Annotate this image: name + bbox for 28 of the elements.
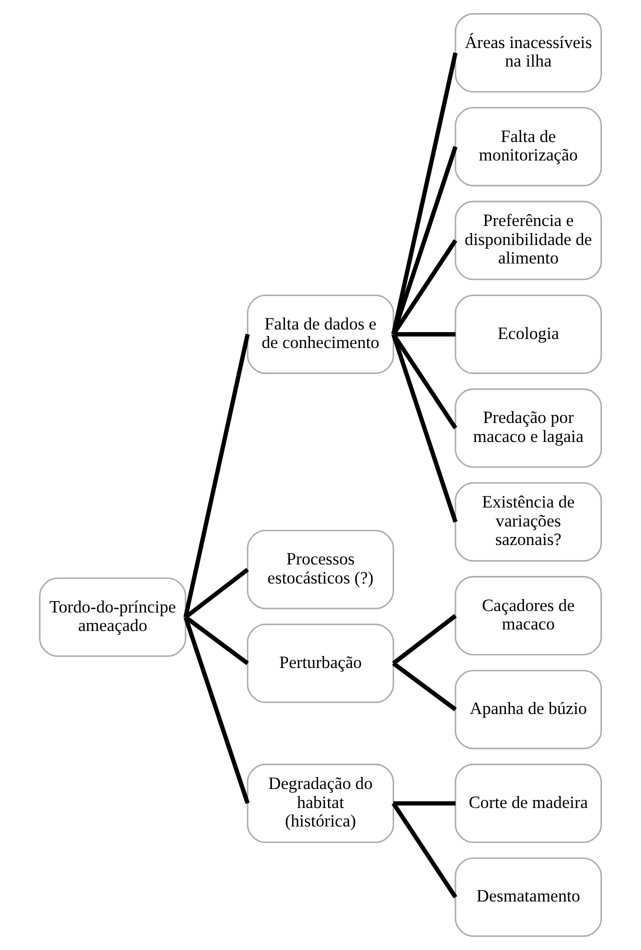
- node-box: Degradação do habitat (histórica): [246, 764, 394, 844]
- connector: [393, 801, 456, 806]
- connector: [392, 802, 458, 898]
- node-box: Existência de variações sazonais?: [454, 482, 602, 562]
- node-box: Falta de monitorização: [454, 106, 602, 186]
- connector: [393, 332, 456, 336]
- connector: [392, 662, 457, 712]
- connector: [391, 52, 458, 335]
- connector: [392, 614, 457, 666]
- node-box: Caçadores de macaco: [454, 576, 602, 656]
- node-box: Áreas inacessíveis na ilha: [454, 13, 602, 93]
- node-box: Processos estocásticos (?): [246, 530, 394, 610]
- node-box: Tordo-do-príncipe ameaçado: [39, 577, 186, 657]
- node-box: Falta de dados e de conhecimento: [246, 294, 394, 374]
- node-box: Desmatamento: [454, 857, 602, 937]
- connector: [391, 334, 458, 523]
- connector: [184, 615, 249, 666]
- node-box: Perturbação: [246, 624, 394, 704]
- connector: [184, 616, 250, 804]
- node-box: Predação por macaco e lagaia: [454, 388, 602, 468]
- node-box: Apanha de búzio: [454, 670, 602, 750]
- connector: [391, 146, 458, 335]
- node-box: Corte de madeira: [454, 764, 602, 844]
- connector: [392, 239, 458, 336]
- connector: [183, 334, 250, 618]
- node-box: Ecologia: [454, 294, 602, 374]
- node-box: Preferência e disponibilidade de alimento: [454, 200, 602, 280]
- connector: [392, 333, 458, 430]
